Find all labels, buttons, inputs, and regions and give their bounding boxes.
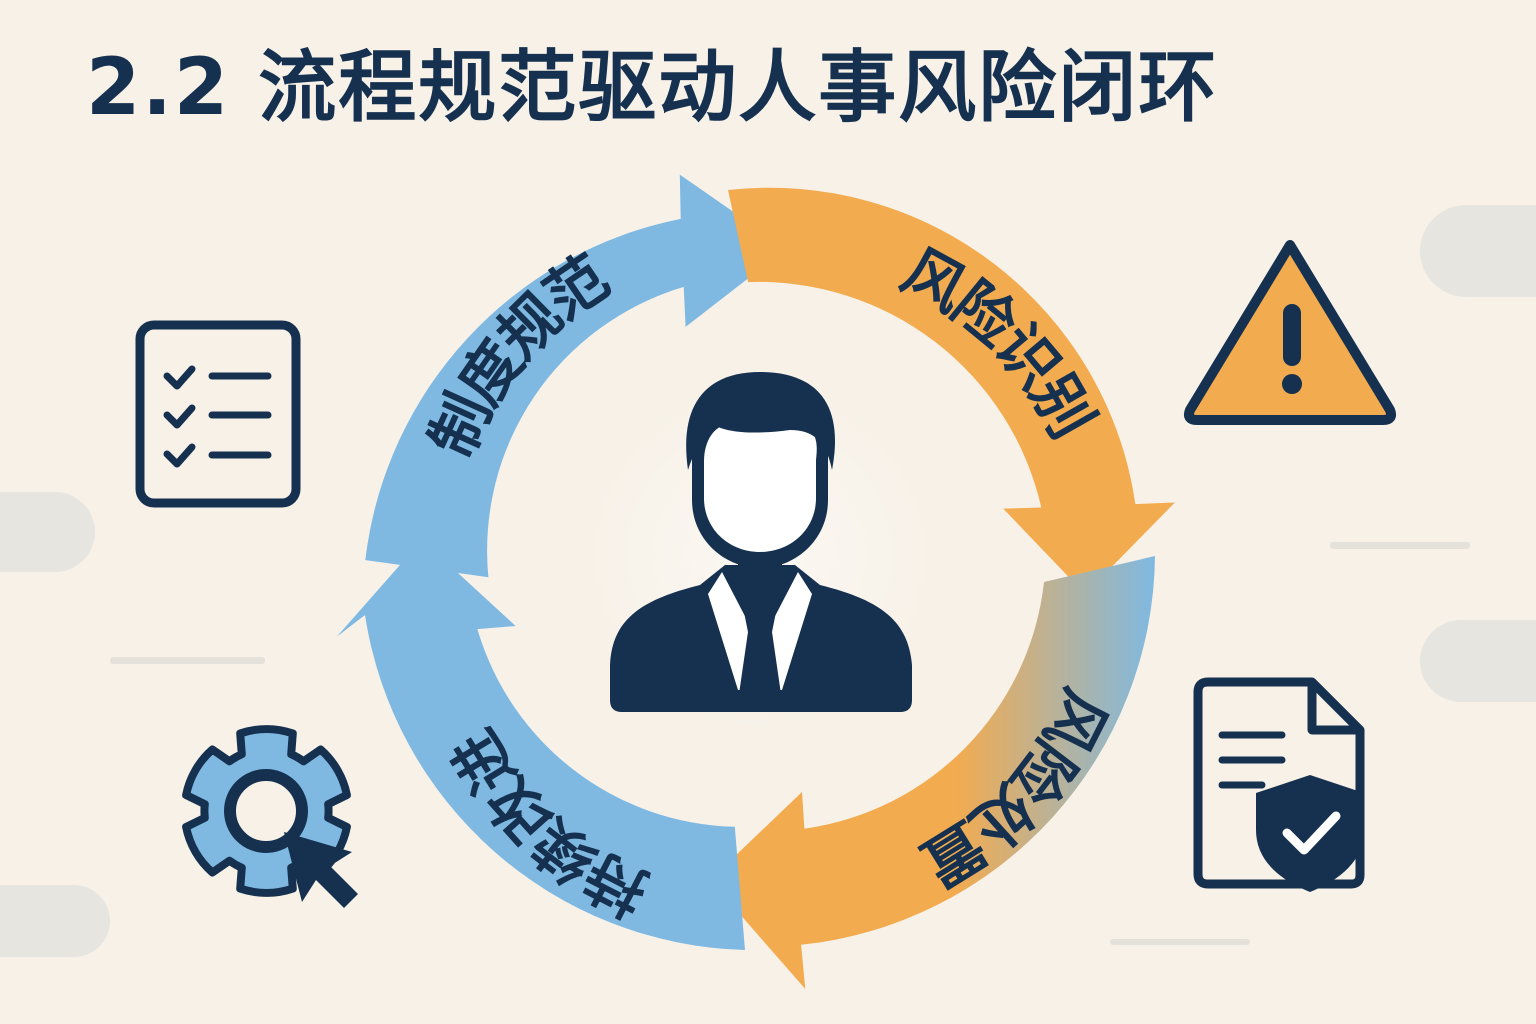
gear-cursor-icon [182,725,358,908]
segment-label-top-left: 制度规范 [417,242,621,467]
background-decorations [0,205,1536,957]
cycle-arrows [336,174,1175,989]
document-shield-icon [1193,677,1365,892]
warning-icon [1183,240,1397,425]
checklist-icon [135,320,301,508]
section-number: 2.2 [86,43,231,133]
arrow-segment-bottom-right [710,556,1155,989]
person-icon [610,372,912,712]
arrow-segment-top-left [365,174,787,578]
title-text: 流程规范驱动人事风险闭环 [258,43,1219,133]
page-title: 2.2 流程规范驱动人事风险闭环 [86,43,1219,134]
arrow-segment-top-right [728,187,1175,594]
arrow-segment-bottom-left [336,540,745,950]
